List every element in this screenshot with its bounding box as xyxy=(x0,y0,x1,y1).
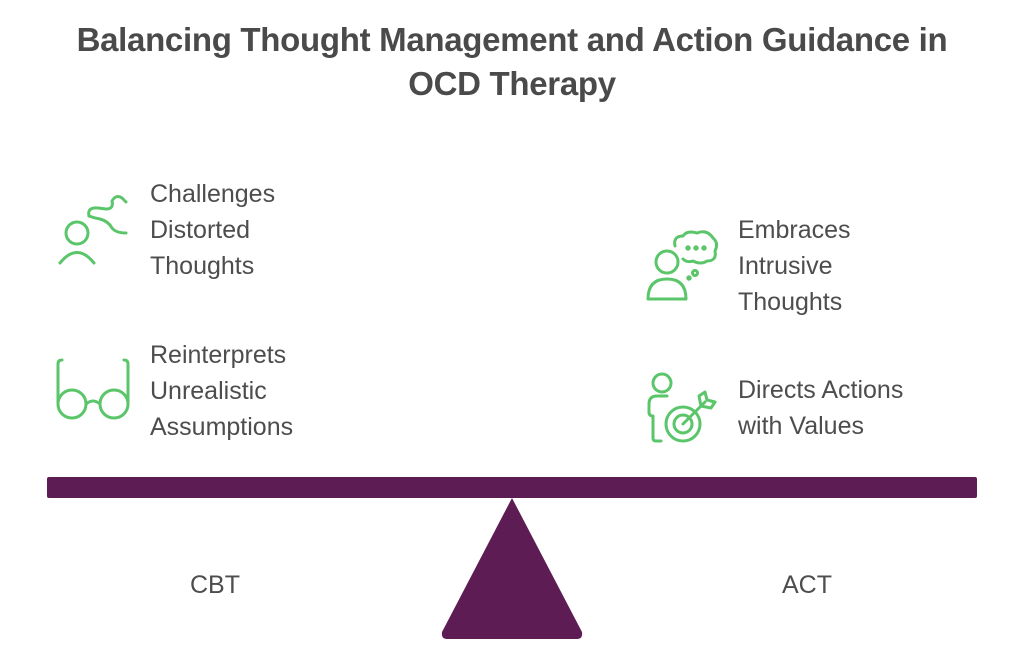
fulcrum-triangle xyxy=(441,498,583,639)
balance-beam xyxy=(47,477,977,498)
title-line-2: OCD Therapy xyxy=(408,65,616,102)
act-label: ACT xyxy=(782,571,832,599)
act-item-embraces-label: Embraces Intrusive Thoughts xyxy=(738,212,851,320)
label-line: with Values xyxy=(738,412,864,440)
label-line: Assumptions xyxy=(150,413,294,441)
person-thought-bubble-icon xyxy=(646,230,719,301)
glasses-icon xyxy=(56,358,130,420)
cbt-item-reinterprets-label: Reinterprets Unrealistic Assumptions xyxy=(150,337,293,445)
title-line-1: Balancing Thought Management and Action … xyxy=(76,21,948,58)
label-line: Distorted xyxy=(150,216,251,244)
person-winding-path-icon xyxy=(58,195,128,265)
label-line: Thoughts xyxy=(738,288,843,316)
label-line: Reinterprets xyxy=(150,341,287,369)
label-line: Thoughts xyxy=(150,252,255,280)
label-line: Challenges xyxy=(150,180,276,208)
label-line: Unrealistic xyxy=(150,377,267,405)
act-item-directs-label: Directs Actions with Values xyxy=(738,372,903,444)
label-line: Intrusive xyxy=(738,252,833,280)
cbt-item-challenges-label: Challenges Distorted Thoughts xyxy=(150,176,275,284)
label-line: Embraces xyxy=(738,216,851,244)
person-target-arrow-icon xyxy=(647,372,717,443)
page-title: Balancing Thought Management and Action … xyxy=(0,18,1024,106)
cbt-label: CBT xyxy=(190,571,240,599)
label-line: Directs Actions xyxy=(738,376,904,404)
